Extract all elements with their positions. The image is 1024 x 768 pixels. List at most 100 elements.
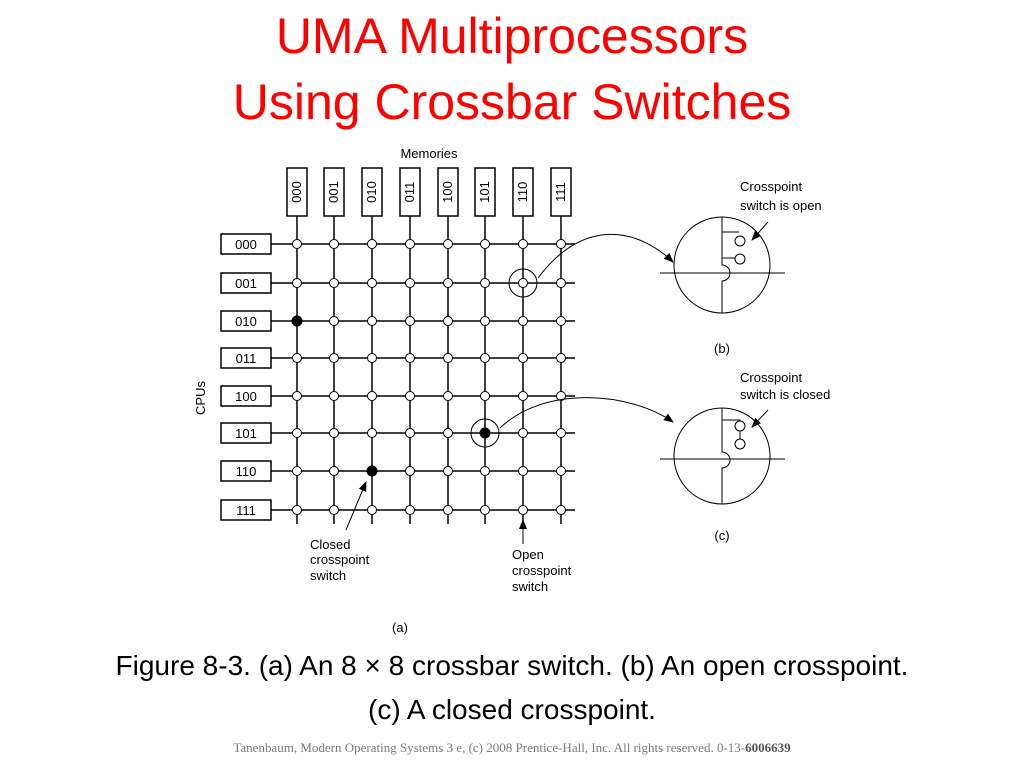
open-crosspoint <box>292 505 302 515</box>
open-crosspoint <box>405 391 415 401</box>
open-crosspoint <box>405 428 415 438</box>
open-crosspoint <box>329 278 339 288</box>
open-crosspoint <box>556 505 566 515</box>
footer-copyright: Tanenbaum, Modern Operating Systems 3 e,… <box>0 740 1024 756</box>
open-crosspoint <box>518 505 528 515</box>
open-crosspoint <box>292 466 302 476</box>
cpu-label-110: 110 <box>236 464 257 479</box>
open-crosspoint <box>292 391 302 401</box>
open-crosspoint <box>405 466 415 476</box>
closed-crosspoint-highlight <box>470 418 500 448</box>
closed-crosspoint <box>291 315 303 327</box>
open-crosspoint <box>405 505 415 515</box>
figure-caption-line-2: (c) A closed crosspoint. <box>368 694 656 725</box>
open-crosspoint <box>518 466 528 476</box>
open-crosspoint <box>329 466 339 476</box>
part-a-label: (a) <box>392 620 408 635</box>
cpu-label-001: 001 <box>235 276 257 291</box>
closed-crosspoint-label-3: switch <box>310 568 346 583</box>
open-crosspoint <box>518 278 528 288</box>
memory-label-010: 010 <box>364 181 379 203</box>
crossbar-grid <box>271 216 575 524</box>
memory-label-100: 100 <box>440 181 455 203</box>
open-crosspoint <box>480 505 490 515</box>
detail-b-text-1: Crosspoint <box>740 179 803 194</box>
open-crosspoint <box>367 505 377 515</box>
cpus-label: CPUs <box>193 381 208 415</box>
open-crosspoint <box>292 239 302 249</box>
open-crosspoint <box>405 278 415 288</box>
open-crosspoint <box>443 239 453 249</box>
closed-crosspoint <box>479 427 491 439</box>
open-crosspoint <box>367 239 377 249</box>
closed-crosspoint-pointer <box>345 481 367 531</box>
open-crosspoint <box>443 428 453 438</box>
closed-crosspoint-label-1: Closed <box>310 537 350 552</box>
open-crosspoint <box>292 278 302 288</box>
open-crosspoint <box>405 316 415 326</box>
closed-crosspoint-label-2: crosspoint <box>310 552 370 567</box>
open-crosspoint <box>556 239 566 249</box>
open-crosspoint-label-2: crosspoint <box>512 563 572 578</box>
open-crosspoint-detail: Crosspoint switch is open (b) <box>660 179 822 356</box>
open-crosspoint <box>367 353 377 363</box>
open-crosspoint <box>329 316 339 326</box>
open-crosspoint <box>292 353 302 363</box>
open-crosspoint <box>518 391 528 401</box>
memory-label-011: 011 <box>402 182 417 203</box>
closed-crosspoint <box>366 465 378 477</box>
open-crosspoint-label-1: Open <box>512 547 544 562</box>
open-crosspoint <box>556 428 566 438</box>
detail-b-label: (b) <box>714 341 730 356</box>
footer-isbn-suffix: 6006639 <box>745 740 791 755</box>
open-crosspoint-highlight <box>508 268 538 298</box>
open-crosspoint <box>443 466 453 476</box>
open-crosspoint <box>556 391 566 401</box>
slide-title-line-1: UMA Multiprocessors <box>275 8 749 64</box>
open-crosspoint <box>480 391 490 401</box>
open-crosspoint <box>518 428 528 438</box>
memory-label-110: 110 <box>515 182 530 203</box>
open-crosspoint <box>443 316 453 326</box>
memory-label-101: 101 <box>477 181 492 203</box>
crosspoint-nodes <box>291 239 566 515</box>
detail-c-label: (c) <box>714 528 729 543</box>
open-crosspoint <box>367 316 377 326</box>
slide-title-line-2: Using Crossbar Switches <box>232 74 792 130</box>
open-crosspoint <box>292 428 302 438</box>
open-crosspoint <box>443 353 453 363</box>
footer-text: Tanenbaum, Modern Operating Systems 3 e,… <box>233 740 746 755</box>
open-crosspoint <box>329 505 339 515</box>
open-crosspoint <box>556 466 566 476</box>
detail-c-text-2: switch is closed <box>740 387 830 402</box>
open-crosspoint <box>518 316 528 326</box>
open-crosspoint <box>367 428 377 438</box>
open-crosspoint <box>480 316 490 326</box>
arrow-to-closed-detail <box>499 397 674 429</box>
open-crosspoint <box>480 278 490 288</box>
detail-b-text-2: switch is open <box>740 198 822 213</box>
open-crosspoint <box>329 353 339 363</box>
open-crosspoint <box>518 353 528 363</box>
open-crosspoint <box>367 278 377 288</box>
memory-label-001: 001 <box>326 181 341 203</box>
open-crosspoint <box>405 353 415 363</box>
open-crosspoint <box>443 278 453 288</box>
cpu-label-000: 000 <box>235 237 257 252</box>
open-crosspoint <box>518 239 528 249</box>
cpu-label-101: 101 <box>235 426 257 441</box>
open-crosspoint <box>329 428 339 438</box>
cpu-label-100: 100 <box>235 389 257 404</box>
open-crosspoint-label-3: switch <box>512 579 548 594</box>
open-crosspoint <box>329 391 339 401</box>
memory-label-000: 000 <box>289 181 304 203</box>
open-crosspoint <box>443 391 453 401</box>
open-crosspoint <box>405 239 415 249</box>
open-crosspoint <box>556 278 566 288</box>
memories-label: Memories <box>400 146 458 161</box>
closed-crosspoint-detail: Crosspoint switch is closed (c) <box>660 370 830 543</box>
open-crosspoint <box>556 316 566 326</box>
